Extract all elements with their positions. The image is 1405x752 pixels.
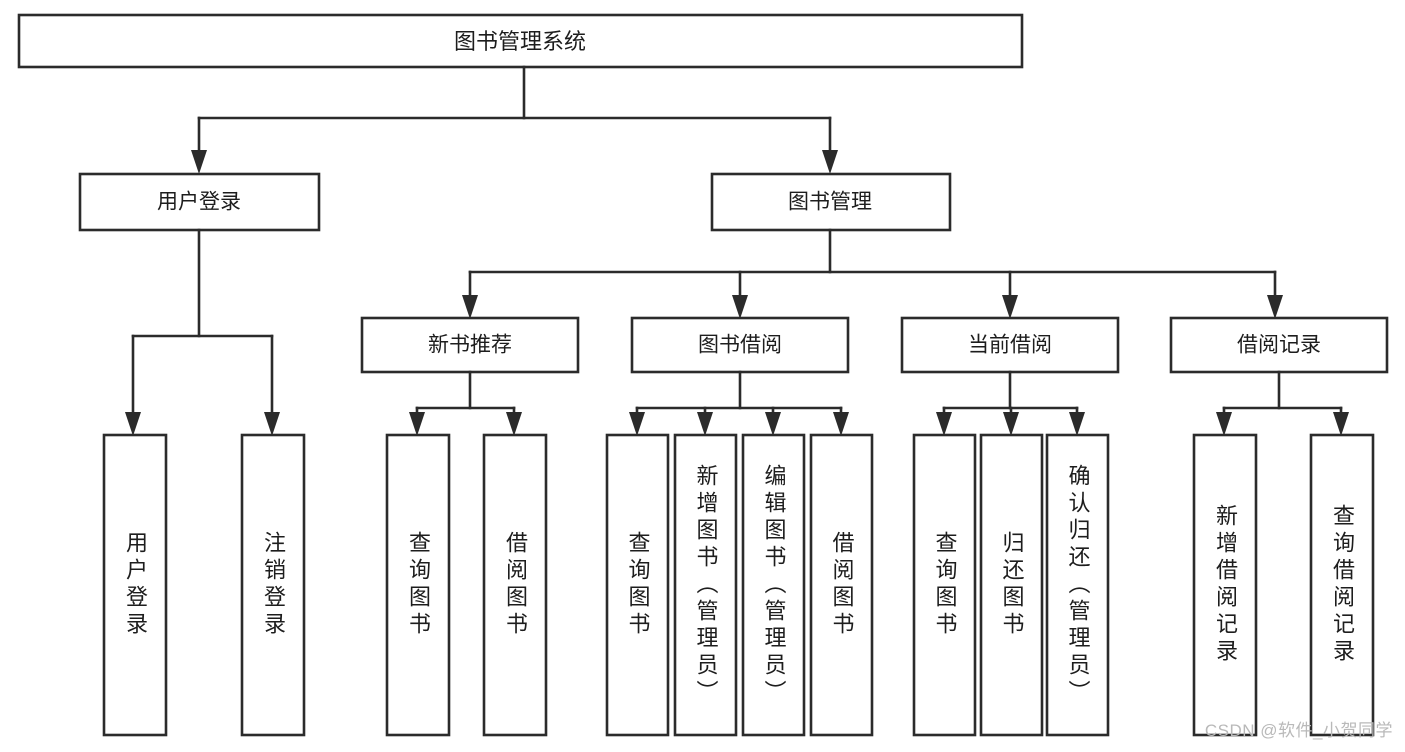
level3-label-current-borrow: 当前借阅	[968, 334, 1052, 357]
arrow-head-icon	[191, 150, 207, 174]
arrow-head-icon	[462, 295, 478, 319]
connector-book-manage-to-level3	[462, 228, 1283, 319]
arrow-head-icon	[1216, 412, 1232, 436]
leaf-box-borrow-record-0[interactable]	[1192, 433, 1258, 737]
connector-book-borrow-to-leaves	[629, 370, 849, 436]
arrow-head-icon	[732, 295, 748, 319]
leaf-box-book-borrow-2[interactable]	[741, 433, 806, 737]
level3-label-book-borrow: 图书借阅	[698, 334, 782, 357]
level3-label-borrow-record: 借阅记录	[1237, 334, 1321, 357]
arrow-head-icon	[936, 412, 952, 436]
leaf-box-current-borrow-1[interactable]	[979, 433, 1044, 737]
connector-user-login-to-leaves	[125, 228, 280, 436]
arrow-head-icon	[1069, 412, 1085, 436]
arrow-head-icon	[125, 412, 141, 436]
node-level3-borrow-record[interactable]: 借阅记录	[1169, 316, 1389, 374]
level2-label-user-login: 用户登录	[157, 191, 241, 214]
arrow-head-icon	[697, 412, 713, 436]
node-level3-book-borrow[interactable]: 图书借阅	[630, 316, 850, 374]
leaf-box-borrow-record-1[interactable]	[1309, 433, 1375, 737]
level2-box-user-login	[78, 172, 321, 232]
arrow-head-icon	[765, 412, 781, 436]
connector-current-borrow-to-leaves	[936, 370, 1085, 436]
leaf-box-book-borrow-0[interactable]	[605, 433, 670, 737]
node-root[interactable]: 图书管理系统	[17, 13, 1024, 69]
leaf-box-current-borrow-0[interactable]	[912, 433, 977, 737]
connector-new-book-to-leaves	[409, 370, 522, 436]
node-level3-new-book[interactable]: 新书推荐	[360, 316, 580, 374]
arrow-head-icon	[1003, 412, 1019, 436]
arrow-head-icon	[264, 412, 280, 436]
level2-label-book-manage: 图书管理	[788, 191, 872, 214]
node-level2-book-manage[interactable]: 图书管理	[710, 172, 952, 232]
arrow-head-icon	[1267, 295, 1283, 319]
arrow-head-icon	[833, 412, 849, 436]
arrow-head-icon	[506, 412, 522, 436]
arrow-head-icon	[1002, 295, 1018, 319]
leaf-box-book-borrow-3[interactable]	[809, 433, 874, 737]
root-label: 图书管理系统	[454, 29, 586, 54]
arrow-head-icon	[409, 412, 425, 436]
leaf-box-new-book-0[interactable]	[385, 433, 451, 737]
leaf-box-user-login-0[interactable]	[102, 433, 168, 737]
leaf-box-book-borrow-1[interactable]	[673, 433, 738, 737]
node-level2-user-login[interactable]: 用户登录	[78, 172, 321, 232]
connector-root-to-level2	[191, 65, 838, 174]
level3-box-current-borrow	[900, 316, 1120, 374]
root-box	[17, 13, 1024, 69]
leaf-box-current-borrow-2[interactable]	[1045, 433, 1110, 737]
connector-borrow-record-to-leaves	[1216, 370, 1349, 436]
arrow-head-icon	[822, 150, 838, 174]
leaf-box-new-book-1[interactable]	[482, 433, 548, 737]
arrow-head-icon	[1333, 412, 1349, 436]
node-level3-current-borrow[interactable]: 当前借阅	[900, 316, 1120, 374]
level3-box-new-book	[360, 316, 580, 374]
arrow-head-icon	[629, 412, 645, 436]
leaf-box-user-login-1[interactable]	[240, 433, 306, 737]
watermark-text: CSDN @软件_小贺同学	[1204, 721, 1393, 740]
level3-label-new-book: 新书推荐	[428, 334, 512, 357]
